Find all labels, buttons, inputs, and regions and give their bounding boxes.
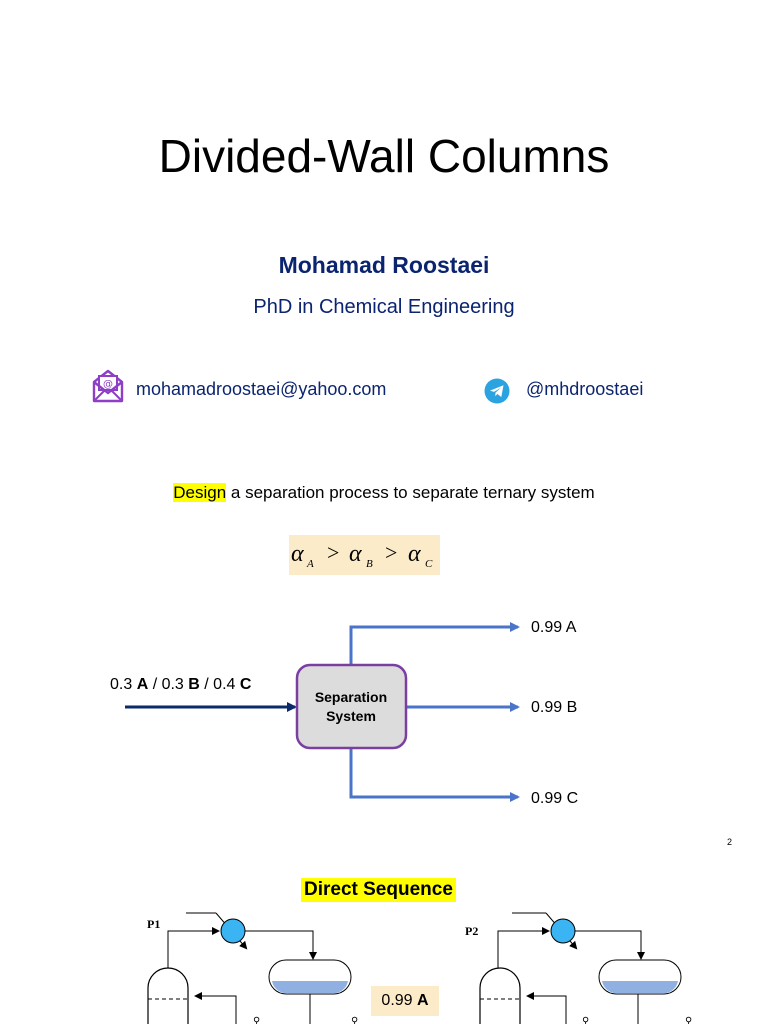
author-name: Mohamad Roostaei	[278, 252, 490, 278]
output-c-label: 0.99 C	[531, 790, 578, 807]
valve-4-icon: ⚲	[685, 1016, 692, 1024]
separation-flow-diagram: Separation System 0.3 A / 0.3 B / 0.4 C …	[110, 619, 578, 807]
design-highlight: Design	[173, 483, 227, 502]
column-1-label: P1	[147, 917, 160, 931]
direct-sequence-title: Direct Sequence	[301, 878, 456, 902]
svg-text:@: @	[103, 379, 113, 390]
product-a-label: 0.99 A	[371, 986, 439, 1016]
product-c-arrow	[349, 748, 520, 802]
greater-than-2: >	[385, 540, 397, 565]
telegram-link[interactable]: @mhdroostaei	[526, 379, 644, 399]
valve-3-icon: ⚲	[582, 1016, 589, 1024]
column-1-shell	[147, 967, 189, 1024]
column-1-group: P1 ⚲ ⚲	[147, 912, 358, 1024]
column-2-label: P2	[465, 924, 478, 938]
output-a-label: 0.99 A	[531, 619, 577, 636]
condenser-1-icon	[220, 918, 246, 944]
alpha-b: α	[349, 541, 362, 567]
task-statement: Design a separation process to separate …	[0, 483, 768, 503]
email-link[interactable]: mohamadroostaei@yahoo.com	[136, 379, 387, 399]
output-b-label: 0.99 B	[531, 699, 577, 716]
greater-than-1: >	[327, 540, 339, 565]
email-icon: @	[92, 369, 124, 403]
telegram-icon	[484, 378, 510, 404]
volatility-formula: α A > α B > α C	[291, 540, 433, 570]
alpha-c: α	[408, 541, 421, 567]
box-label-line2: System	[326, 708, 376, 724]
page-title: Divided-Wall Columns	[158, 130, 610, 182]
column-2-shell	[479, 967, 521, 1024]
column-2-group: P2 ⚲ ⚲	[465, 912, 692, 1024]
slide-number: 2	[727, 837, 733, 847]
direct-sequence-diagram: P1 ⚲ ⚲ P2 ⚲ ⚲	[147, 912, 692, 1024]
box-label-line1: Separation	[315, 689, 387, 705]
task-statement-text: a separation process to separate ternary…	[226, 483, 595, 502]
alpha-a: α	[291, 541, 304, 567]
valve-2-icon: ⚲	[351, 1016, 358, 1024]
product-a-arrow	[349, 622, 520, 665]
feed-composition: 0.3 A / 0.3 B / 0.4 C	[110, 676, 252, 693]
subscript-c: C	[425, 558, 433, 570]
valve-1-icon: ⚲	[253, 1016, 260, 1024]
subscript-a: A	[306, 558, 314, 570]
separation-system-box	[295, 663, 408, 750]
subscript-b: B	[366, 558, 373, 570]
author-degree: PhD in Chemical Engineering	[253, 296, 515, 318]
condenser-2-icon	[550, 918, 576, 944]
volatility-formula-box	[289, 535, 440, 575]
